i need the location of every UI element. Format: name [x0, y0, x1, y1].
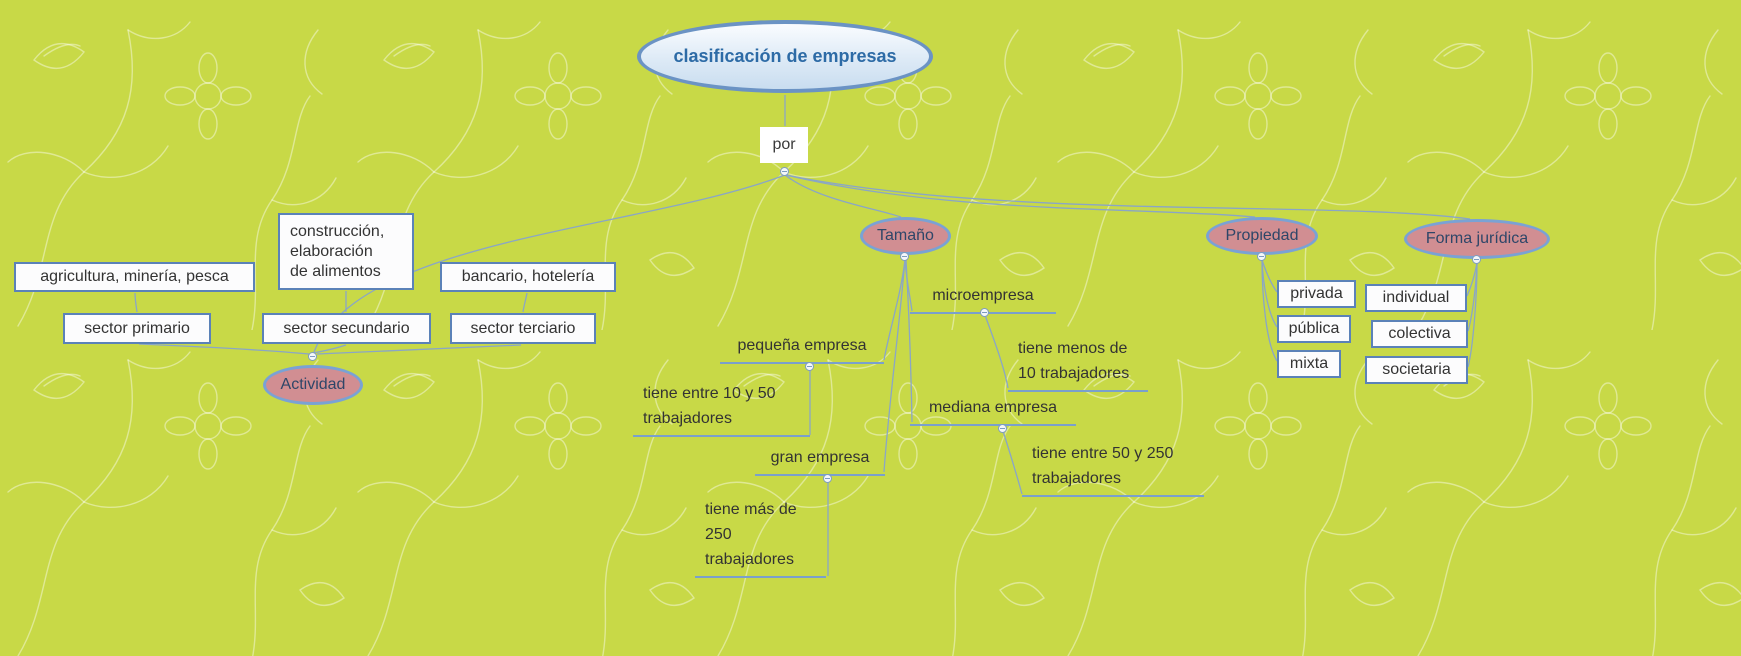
fold-handle-por[interactable] — [780, 167, 789, 176]
node-mediana-empresa[interactable]: mediana empresa — [910, 395, 1076, 426]
fold-handle-actividad[interactable] — [308, 352, 317, 361]
node-colectiva[interactable]: colectiva — [1371, 320, 1468, 348]
node-gran-desc[interactable]: tiene más de 250 trabajadores — [695, 497, 826, 578]
edge-tamano-gran — [883, 259, 906, 473]
node-actividad[interactable]: Actividad — [263, 365, 363, 405]
node-publica[interactable]: pública — [1277, 315, 1351, 343]
fold-handle-forma[interactable] — [1472, 255, 1481, 264]
node-privada[interactable]: privada — [1277, 280, 1356, 308]
edge-propiedad-mixta — [1261, 259, 1278, 362]
edge-tamano-pequena — [883, 259, 906, 361]
node-construccion-elaboracion[interactable]: construcción, elaboración de alimentos — [278, 213, 414, 290]
node-propiedad[interactable]: Propiedad — [1206, 217, 1318, 255]
edge-terciario-bancario — [522, 292, 528, 313]
fold-handle-propiedad[interactable] — [1257, 252, 1266, 261]
node-mediana-desc[interactable]: tiene entre 50 y 250 trabajadores — [1022, 441, 1204, 497]
node-sector-primario[interactable]: sector primario — [63, 313, 211, 344]
edge-forma-societaria — [1467, 262, 1478, 368]
node-bancario-hoteleria[interactable]: bancario, hotelería — [440, 262, 616, 292]
node-sector-terciario[interactable]: sector terciario — [450, 313, 596, 344]
node-micro-desc[interactable]: tiene menos de 10 trabajadores — [1008, 336, 1148, 392]
edge-propiedad-publica — [1261, 259, 1278, 328]
fold-handle-pequena[interactable] — [805, 362, 814, 371]
edge-actividad-terciario — [316, 344, 522, 355]
fold-handle-microempresa[interactable] — [980, 308, 989, 317]
edge-por-tamano — [784, 174, 902, 218]
node-por[interactable]: por — [760, 127, 808, 163]
node-gran-empresa[interactable]: gran empresa — [755, 445, 885, 476]
edge-propiedad-privada — [1261, 259, 1278, 293]
edge-por-propiedad — [785, 174, 1256, 218]
node-pequena-desc[interactable]: tiene entre 10 y 50 trabajadores — [633, 381, 810, 437]
node-societaria[interactable]: societaria — [1365, 356, 1468, 384]
node-tamano[interactable]: Tamaño — [860, 217, 951, 255]
fold-handle-tamano[interactable] — [900, 252, 909, 261]
edge-tamano-micro — [904, 259, 913, 312]
node-sector-secundario[interactable]: sector secundario — [262, 313, 431, 344]
edge-actividad-secundario — [312, 344, 347, 354]
node-root-title[interactable]: clasificación de empresas — [637, 20, 933, 93]
node-agricultura-mineria-pesca[interactable]: agricultura, minería, pesca — [14, 262, 255, 292]
edge-micro-desc — [984, 314, 1009, 389]
node-individual[interactable]: individual — [1365, 284, 1467, 312]
edge-por-forma — [785, 174, 1471, 220]
edge-por-actividad — [313, 174, 786, 353]
node-pequena-empresa[interactable]: pequeña empresa — [720, 333, 884, 364]
edge-actividad-primario — [138, 343, 310, 355]
edge-tamano-mediana — [905, 259, 913, 423]
edge-mediana-desc — [1002, 430, 1023, 495]
fold-handle-gran[interactable] — [823, 474, 832, 483]
node-forma-juridica[interactable]: Forma jurídica — [1404, 219, 1550, 259]
node-mixta[interactable]: mixta — [1277, 350, 1341, 378]
fold-handle-mediana[interactable] — [998, 424, 1007, 433]
edge-primario-agricultura — [134, 292, 138, 313]
